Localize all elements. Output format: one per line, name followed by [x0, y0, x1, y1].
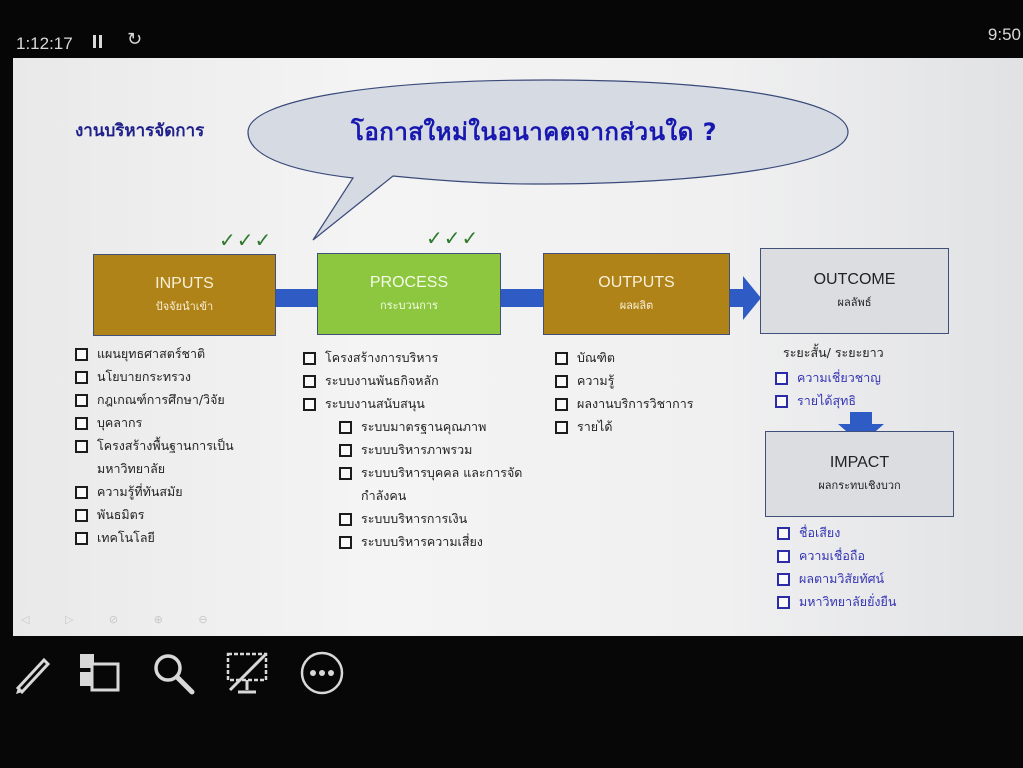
process-title: PROCESS: [369, 274, 449, 291]
list-item: โครงสร้างการบริหาร: [303, 346, 522, 369]
pen-icon[interactable]: [8, 650, 54, 696]
connector-process-outputs: [501, 289, 544, 307]
presenter-topbar: 1:12:17 ↻ 9:50: [0, 0, 1023, 62]
bubble-question: โอกาสใหม่ในอนาคตจากส่วนใด ?: [351, 118, 718, 146]
list-subitem: ระบบมาตรฐานคุณภาพ: [303, 415, 522, 438]
list-item: กฎเกณฑ์การศึกษา/วิจัย: [75, 388, 234, 411]
list-subitem: ระบบบริหารการเงิน: [303, 507, 522, 530]
speech-bubble: [247, 79, 849, 241]
current-time: 9:50: [987, 25, 1021, 44]
list-item: ชื่อเสียง: [777, 521, 896, 544]
list-subitem: ระบบบริหารภาพรวม: [303, 438, 522, 461]
more-icon[interactable]: [299, 650, 345, 696]
outcome-subtitle: ผลลัพธ์: [837, 296, 872, 309]
list-item-continued: มหาวิทยาลัย: [97, 461, 166, 476]
slide-title: งานบริหารจัดการ: [75, 121, 205, 141]
list-item: มหาวิทยาลัยยั่งยืน: [777, 590, 896, 613]
list-item: ความเชี่ยวชาญ: [775, 366, 881, 389]
outcome-title: OUTCOME: [813, 271, 896, 288]
list-item: ความรู้ที่ทันสมัย: [75, 480, 234, 503]
connector-inputs-process: [276, 289, 318, 307]
process-checkmarks: ✓✓✓: [426, 226, 480, 250]
list-subitem-continued: กำลังคน: [361, 488, 407, 503]
list-subitem: ระบบบริหารบุคคล และการจัด: [303, 461, 522, 484]
list-item: ระบบงานสนับสนุน: [303, 392, 522, 415]
inputs-checkmarks: ✓✓✓: [219, 228, 273, 252]
outcome-term-label: ระยะสั้น/ ระยะยาว: [783, 345, 884, 360]
list-item: แผนยุทธศาสตร์ชาติ: [75, 342, 234, 365]
list-item: รายได้: [555, 415, 693, 438]
impact-list: ชื่อเสียง ความเชื่อถือ ผลตามวิสัยทัศน์ ม…: [777, 521, 896, 613]
list-item: ความรู้: [555, 369, 693, 392]
slide-canvas: งานบริหารจัดการ โอกาสใหม่ในอนาคตจากส่วนใ…: [13, 58, 1023, 636]
inputs-subtitle: ปัจจัยนำเข้า: [155, 300, 214, 313]
outcome-list: ความเชี่ยวชาญ รายได้สุทธิ: [775, 366, 881, 412]
presenter-toolbar: [0, 636, 1023, 768]
process-box: PROCESS กระบวนการ: [317, 253, 501, 335]
magnifier-icon[interactable]: [150, 650, 196, 696]
inputs-box: INPUTS ปัจจัยนำเข้า: [93, 254, 276, 336]
pause-icon[interactable]: [93, 33, 105, 52]
outputs-subtitle: ผลผลิต: [619, 299, 654, 312]
outputs-list: บัณฑิต ความรู้ ผลงานบริการวิชาการ รายได้: [555, 346, 693, 438]
list-item: นโยบายกระทรวง: [75, 365, 234, 388]
slides-icon[interactable]: [76, 650, 122, 696]
list-item: ผลตามวิสัยทัศน์: [777, 567, 896, 590]
outputs-box: OUTPUTS ผลผลิต: [543, 253, 730, 335]
reset-icon[interactable]: ↻: [127, 29, 143, 50]
screen-off-icon[interactable]: [224, 650, 270, 696]
list-item: พันธมิตร: [75, 503, 234, 526]
impact-title: IMPACT: [829, 454, 890, 471]
inputs-title: INPUTS: [155, 275, 214, 292]
list-item: รายได้สุทธิ: [775, 389, 881, 412]
list-item: บุคลากร: [75, 411, 234, 434]
process-list: โครงสร้างการบริหาร ระบบงานพันธกิจหลัก ระ…: [303, 346, 522, 553]
inputs-list: แผนยุทธศาสตร์ชาติ นโยบายกระทรวง กฎเกณฑ์ก…: [75, 342, 234, 549]
arrow-down-icon: [838, 412, 884, 444]
list-item: ความเชื่อถือ: [777, 544, 896, 567]
elapsed-timer: 1:12:17: [16, 34, 73, 53]
outputs-title: OUTPUTS: [598, 274, 675, 291]
list-item: บัณฑิต: [555, 346, 693, 369]
outcome-box: OUTCOME ผลลัพธ์: [760, 248, 949, 334]
impact-box: IMPACT ผลกระทบเชิงบวก: [765, 431, 954, 517]
slide-nav-icons[interactable]: ◁ ▷ ⊘ ⊕ ⊖: [21, 613, 224, 626]
list-item: เทคโนโลยี: [75, 526, 234, 549]
process-subtitle: กระบวนการ: [380, 299, 438, 312]
list-subitem: ระบบบริหารความเสี่ยง: [303, 530, 522, 553]
list-item: โครงสร้างพื้นฐานการเป็น: [75, 434, 234, 457]
list-item: ผลงานบริการวิชาการ: [555, 392, 693, 415]
impact-subtitle: ผลกระทบเชิงบวก: [818, 479, 901, 492]
arrow-right-icon: [730, 276, 761, 320]
list-item: ระบบงานพันธกิจหลัก: [303, 369, 522, 392]
